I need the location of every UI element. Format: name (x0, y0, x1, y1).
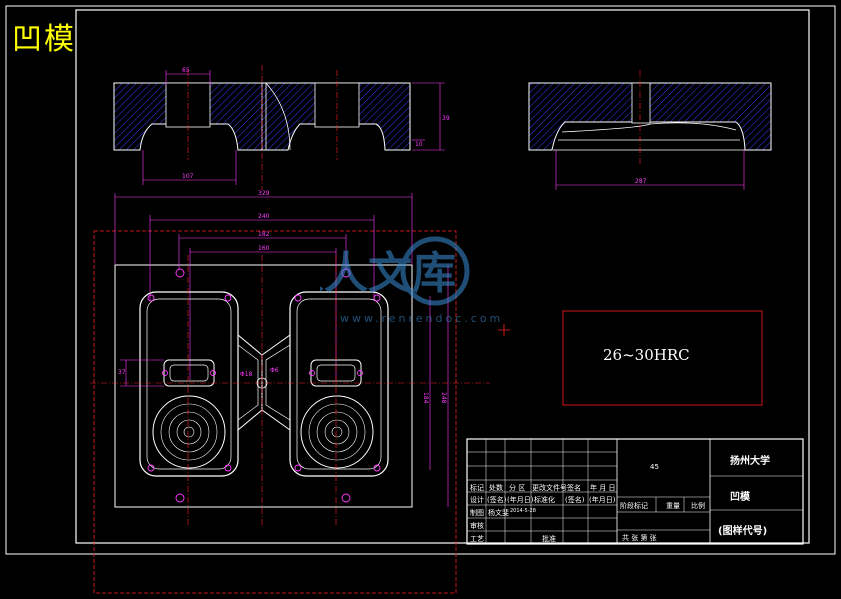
outer-border (5, 5, 836, 555)
watermark-logo-icon: 人人文库 www.renrendoc.com (280, 236, 503, 325)
dim-top-left-height: 39 (442, 115, 450, 122)
red-dash-frame (93, 230, 457, 594)
dim-plan-240: 240 (258, 213, 270, 220)
hardness-note-frame (562, 310, 763, 406)
dim-small-b: Φ18 (240, 371, 253, 378)
dim-top-left-base: 107 (182, 173, 194, 180)
tb-row5-0: 工艺 (470, 535, 484, 543)
watermark-brand: 人人文库 (320, 248, 456, 299)
tb-part-name: 凹模 (730, 492, 750, 503)
tb-row2-4: (签名) (565, 496, 585, 504)
tb-sheet-text: 共 张 第 张 (622, 534, 657, 542)
tb-row1-4: 签名 (567, 484, 581, 492)
dim-plan-height-b: 248 (440, 392, 447, 404)
dim-plan-height-a: 184 (422, 392, 429, 404)
tb-row2-3: 标准化 (534, 496, 555, 504)
tb-row2-5: (年月日) (589, 496, 616, 504)
tb-row5-1: 批准 (542, 535, 556, 543)
tb-row3-2: 2014-5-28 (510, 508, 536, 514)
tb-row3-1: 杨文斐 (488, 509, 509, 517)
tb-row2-0: 设计 (470, 496, 484, 504)
watermark: 人人文库 www.renrendoc.com (280, 226, 560, 326)
dim-plan-160: 160 (258, 245, 270, 252)
tb-drawing-code: (图样代号) (718, 526, 768, 537)
section-view-left: 65 39 10 107 (113, 65, 450, 190)
tb-material: 45 (650, 463, 659, 471)
watermark-url: www.renrendoc.com (340, 312, 503, 325)
tb-row1-0: 标记 (470, 484, 484, 492)
title-block-grid (466, 438, 804, 545)
hardness-note: 26~30HRC (603, 346, 690, 364)
dim-small-a: 37 (118, 369, 126, 376)
tb-scale-label: 比例 (691, 502, 705, 510)
tb-row2-1: (签名) (487, 496, 507, 504)
dim-plan-182: 182 (258, 231, 270, 238)
section-view-right: 287 (528, 70, 772, 190)
tb-row4-0: 审核 (470, 522, 484, 530)
drawing-title: 凹模 (12, 22, 76, 57)
dim-plan-overall: 329 (258, 190, 270, 197)
tb-row1-3: 更改文件号 (532, 484, 567, 492)
inner-border (75, 9, 810, 544)
dim-top-left-small: 10 (415, 141, 423, 148)
tb-stage-label: 阶段标记 (620, 502, 648, 510)
tb-row3-0: 制图 (470, 509, 484, 517)
plan-view: 329 240 182 160 184 248 (90, 190, 490, 525)
dim-top-left-width: 65 (182, 67, 190, 74)
dim-small-c: Φ6 (270, 367, 279, 374)
tb-weight-label: 重量 (666, 502, 680, 510)
tb-row1-2: 分 区 (509, 484, 526, 492)
dim-top-right-base: 287 (635, 178, 647, 185)
tb-row1-1: 处数 (489, 484, 503, 492)
tb-university: 扬州大学 (730, 456, 770, 467)
tb-row2-2: (年月日) (507, 496, 534, 504)
tb-row1-5: 年 月 日 (590, 484, 616, 492)
